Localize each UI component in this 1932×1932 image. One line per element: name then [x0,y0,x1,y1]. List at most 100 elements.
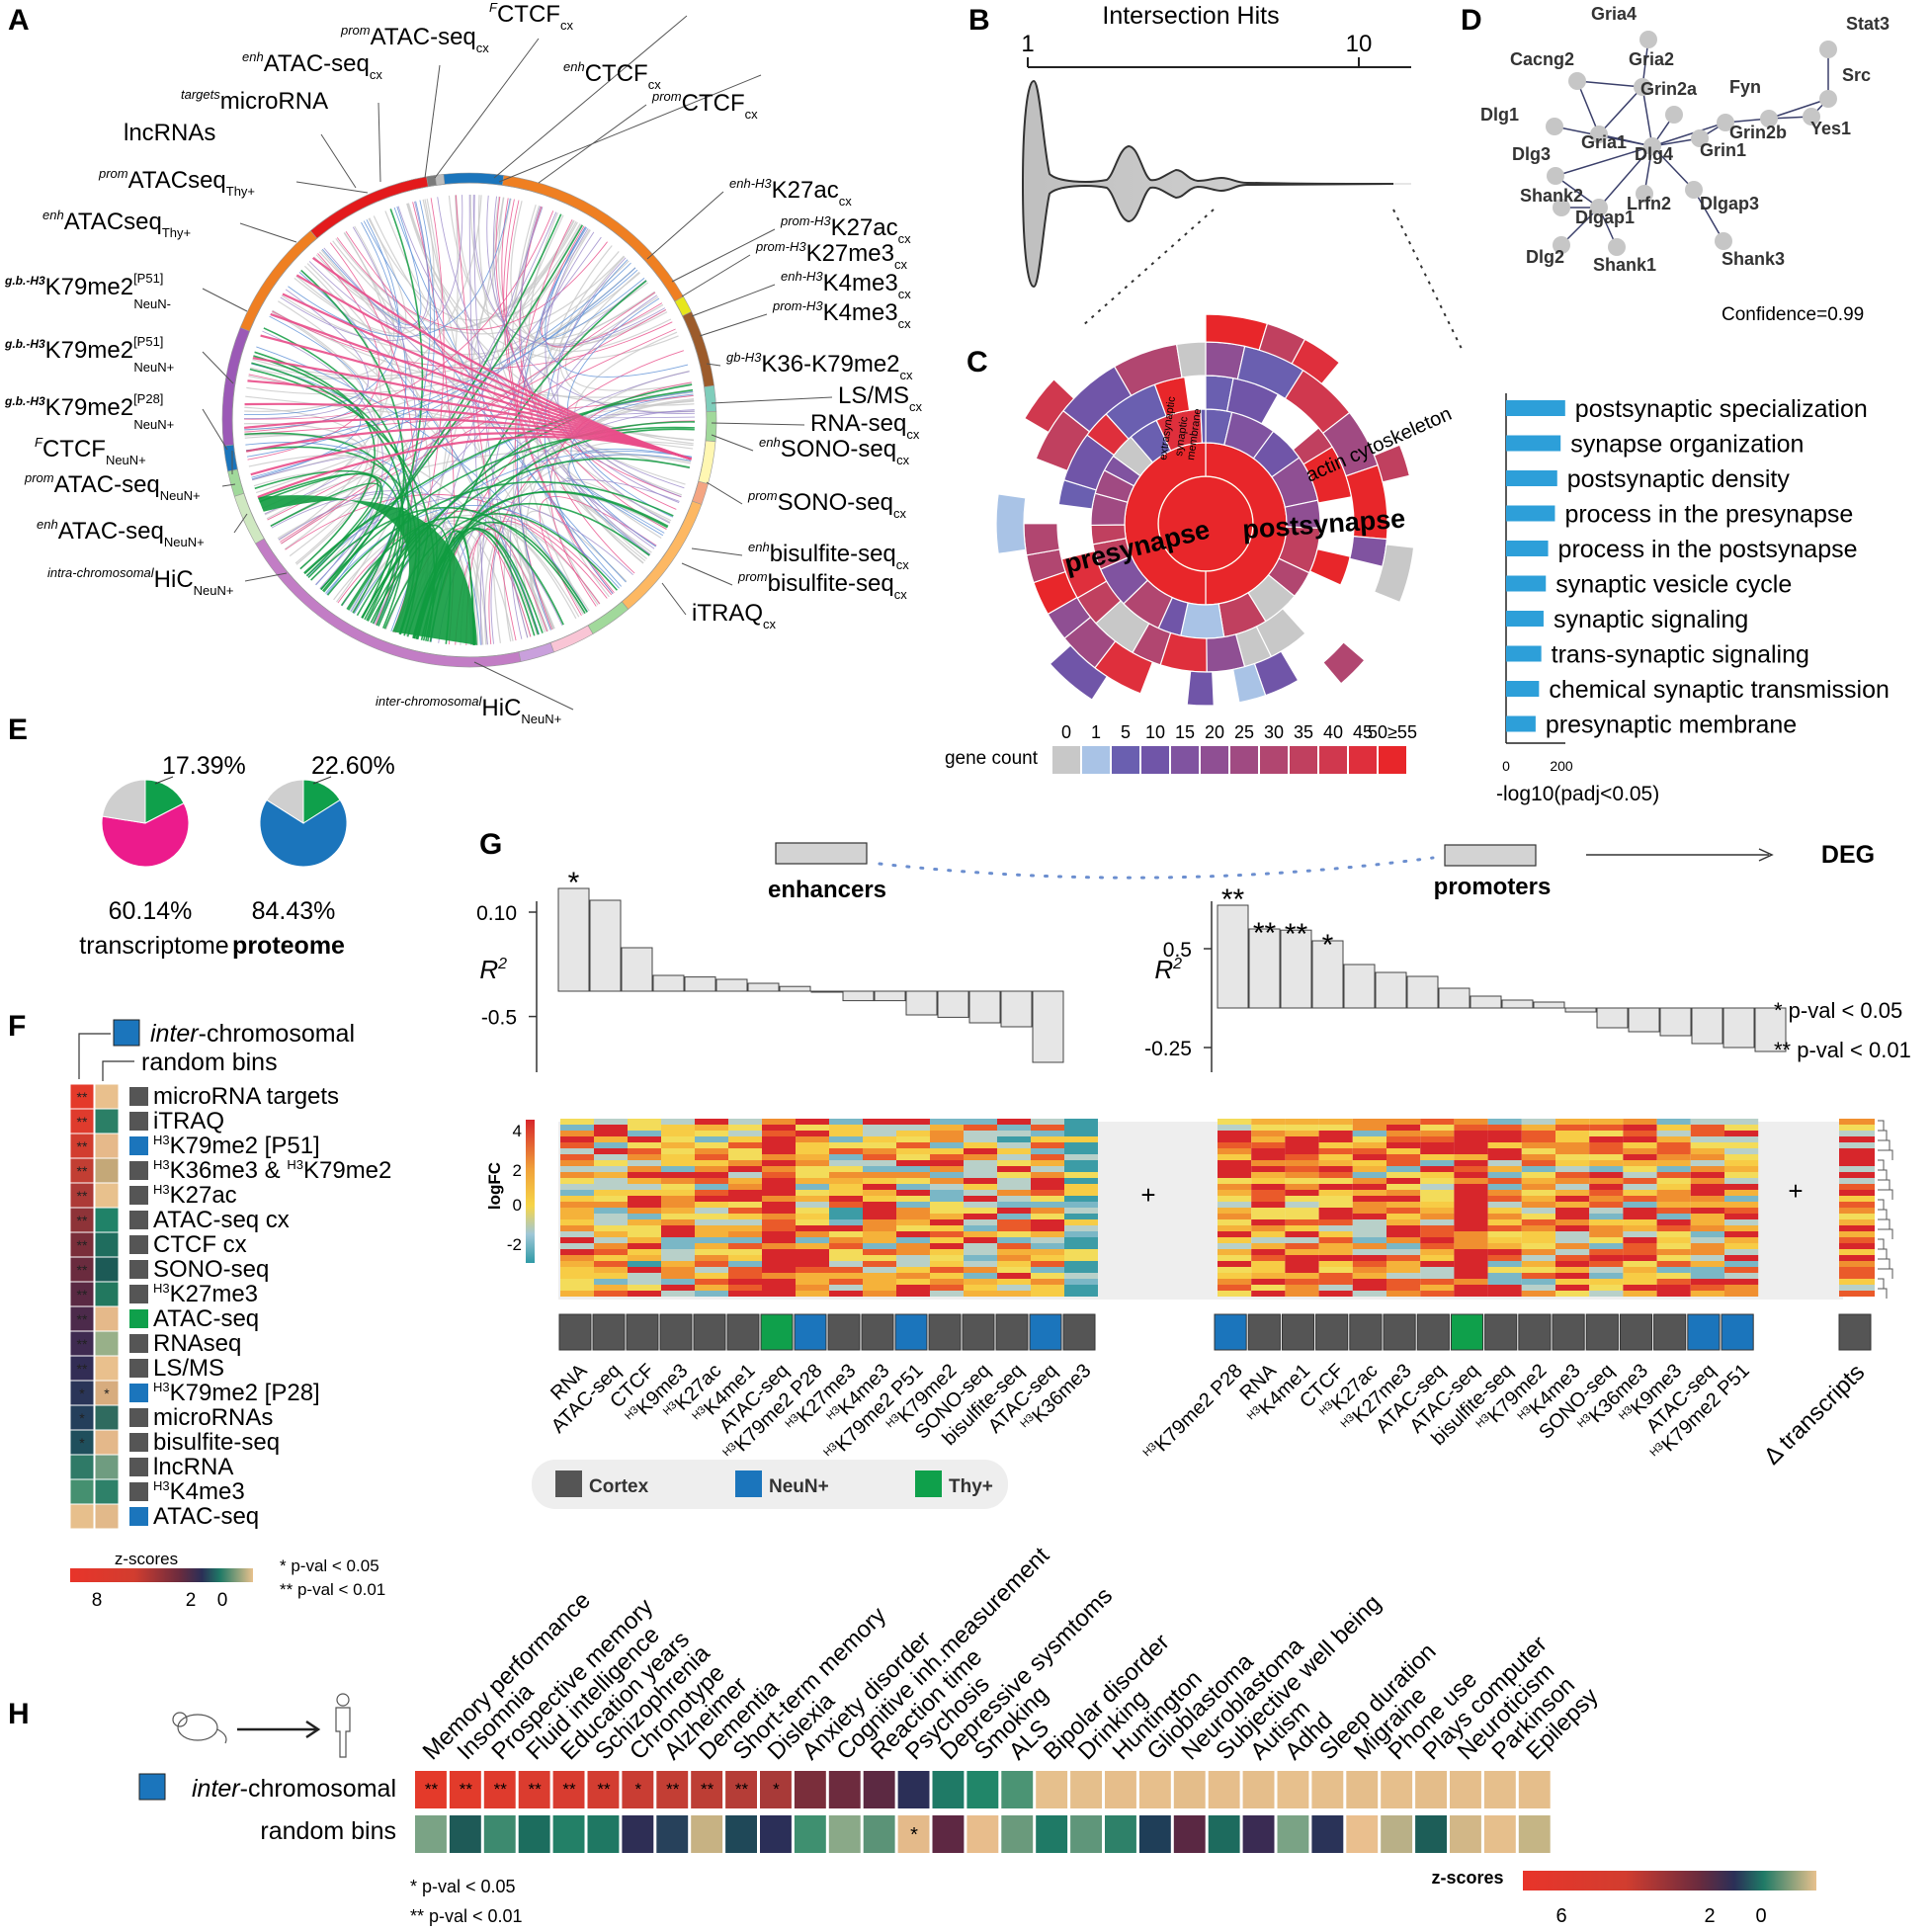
heatmap-enh-cell [762,1125,796,1131]
heatmap-prom-cell [1623,1184,1657,1190]
trait-cell-random [932,1815,965,1853]
heatmap-prom-cell [1724,1136,1759,1142]
heatmap-prom-cell [1521,1255,1555,1261]
dataset-type-box [129,1359,148,1378]
prom-bar [1659,1007,1692,1037]
heatmap-deg-cell [1839,1285,1875,1291]
heatmap-prom-cell [1420,1231,1455,1237]
heatmap-prom-cell [1285,1196,1319,1202]
label-sup: H3 [287,1157,303,1172]
label-main: microRNAs [153,1404,273,1431]
label-prefix: enh [748,540,770,554]
enh-bar-star: * [568,867,580,899]
heatmap-prom-cell [1285,1237,1319,1243]
heatmap-prom-cell [1454,1255,1488,1261]
heatmap-prom-cell [1454,1190,1488,1196]
heatmap-enh-cell [1064,1285,1098,1291]
heatmap-prom-cell [1724,1219,1759,1225]
intersection-hits-title: Intersection Hits [1102,2,1279,30]
heatmap-enh-cell [594,1196,628,1202]
pie-label: proteome [232,932,345,960]
heatmap-prom-cell [1690,1231,1724,1237]
label-prefix: enh [759,435,781,450]
heatmap-enh-cell [762,1178,796,1184]
heatmap-enh-cell [628,1267,661,1273]
sunburst-segment [1200,408,1207,444]
label-sub: cx [898,231,912,246]
heatmap-prom-cell [1487,1231,1522,1237]
heatmap-enh-cell [628,1119,661,1125]
dataset-label: lncRNA [153,1454,233,1480]
heatmap-enh-cell [695,1131,728,1136]
heatmap-enh-cell [661,1142,695,1148]
circos-leader [711,434,754,452]
heatmap-prom-cell [1386,1273,1421,1279]
label-sub: cx [898,316,912,331]
heatmap-prom-cell [1218,1267,1252,1273]
mouse-tail-icon [216,1728,227,1744]
label-prefix: inter-chromosomal [376,694,483,709]
heatmap-enh-cell [863,1131,896,1136]
heatmap-prom-cell [1724,1154,1759,1160]
network-node-label: Shank1 [1593,255,1656,275]
gene-count-tick: 40 [1323,722,1343,742]
circos-leader [202,288,248,312]
heatmap-enh-cell [964,1125,997,1131]
dendrogram-branch [1878,1268,1893,1279]
trait-cell-random [1138,1815,1171,1853]
trait-cell-inter [1415,1771,1447,1808]
trait-cell-random [518,1815,550,1853]
heatmap-enh-cell [728,1231,762,1237]
heatmap-prom-cell [1251,1125,1286,1131]
heatmap-enh-cell [964,1219,997,1225]
heatmap-prom-cell [1521,1148,1555,1154]
heatmap-prom-cell [1251,1231,1286,1237]
heatmap-cell-random [94,1305,120,1332]
circos-label-targets_mirna: targetsmicroRNA [181,87,328,115]
heatmap-enh-cell [695,1154,728,1160]
dataset-type-box [129,1482,148,1501]
label-prefix: gb-H3 [726,350,762,365]
heatmap-enh-cell [829,1131,863,1136]
heatmap-prom-cell [1589,1214,1624,1219]
heatmap-prom-cell [1555,1160,1590,1166]
heatmap-prom-cell [1487,1142,1522,1148]
circos-label-enh_sono_cx: enhSONO-seqcx [759,435,910,467]
heatmap-enh-cell [930,1291,964,1297]
heatmap-enh-cell [863,1148,896,1154]
heatmap-enh-cell [728,1219,762,1225]
label-sub: cx [898,287,912,301]
circos-leader [202,351,234,384]
heatmap-cell-inter [69,1330,95,1357]
dataset-type-box [129,1433,148,1452]
zscore-tick: 8 [92,1590,103,1611]
heatmap-prom-cell [1623,1131,1657,1136]
network-node [1553,199,1570,216]
heatmap-enh-cell [728,1273,762,1279]
prom_cols-type-box [1247,1313,1281,1351]
go-term-label: synaptic signaling [1554,606,1748,633]
enh_cols-type-box [626,1313,659,1351]
heatmap-prom-cell [1521,1279,1555,1285]
heatmap-prom-cell [1218,1190,1252,1196]
gene-count-tick: 35 [1294,722,1313,742]
heatmap-prom-cell [1555,1142,1590,1148]
tissue-legend-label: NeuN+ [769,1476,829,1497]
heatmap-prom-cell [1386,1202,1421,1208]
trait-star: ** [701,1780,714,1799]
heatmap-prom-cell [1487,1255,1522,1261]
heatmap-enh-cell [930,1219,964,1225]
row-label-rest: -chromosomal [240,1775,396,1803]
heatmap-prom-cell [1690,1225,1724,1231]
heatmap-prom-cell [1690,1237,1724,1243]
heatmap-prom-cell [1690,1190,1724,1196]
heatmap-enh-cell [695,1166,728,1172]
heatmap-enh-cell [1064,1255,1098,1261]
heatmap-cell-random [94,1207,120,1233]
heatmap-enh-cell [594,1142,628,1148]
trait-cell-random [1173,1815,1206,1853]
gene-count-tick: 15 [1175,722,1195,742]
heatmap-prom-cell [1218,1255,1252,1261]
